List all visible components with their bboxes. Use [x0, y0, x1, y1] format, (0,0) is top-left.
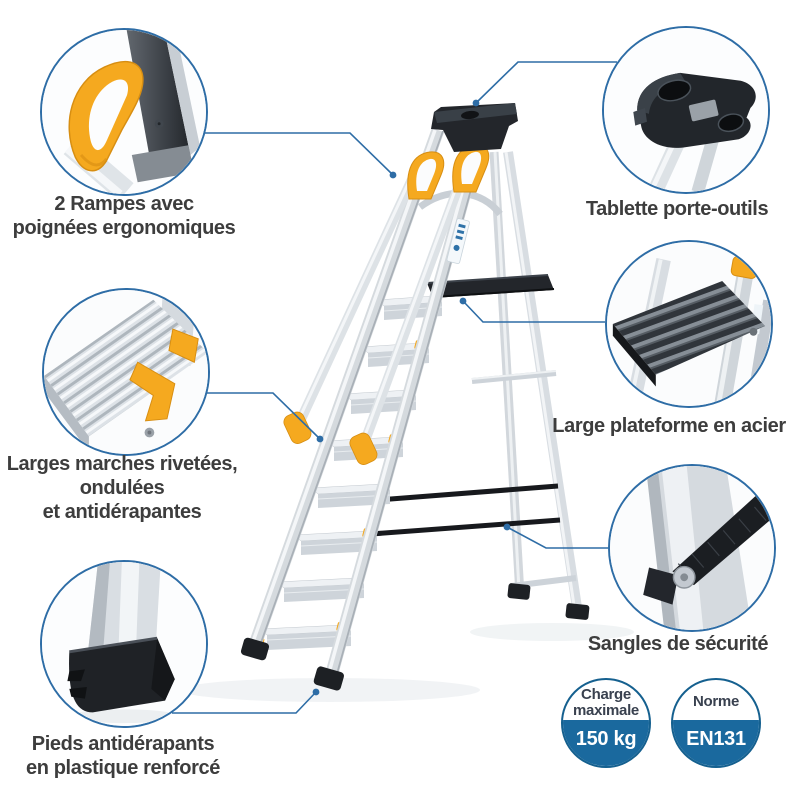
connector-tool-tray — [475, 61, 617, 104]
callout-label-tool-tray: Tablette porte-outils — [585, 198, 769, 220]
max-load-title: Charge maximale — [573, 686, 639, 719]
callout-circle-tool-tray — [602, 26, 770, 194]
standard-value: EN131 — [686, 728, 746, 751]
callout-circle-steps — [42, 288, 210, 456]
callout-label-platform: Large plateforme en acier — [552, 415, 786, 437]
tool-tray-photo — [604, 28, 768, 192]
callout-circle-feet — [40, 560, 208, 728]
callout-circle-straps — [608, 464, 776, 632]
connector-straps — [506, 526, 608, 549]
handle-photo — [42, 30, 206, 194]
standard-value-area: EN131 — [673, 720, 759, 766]
connector-platform — [462, 300, 605, 323]
callout-label-straps: Sangles de sécurité — [587, 633, 769, 655]
max-load-badge: Charge maximale 150 kg — [561, 678, 651, 768]
foot-photo — [42, 562, 206, 726]
callout-label-feet: Pieds antidérapants en plastique renforc… — [26, 733, 220, 779]
strap-photo — [610, 466, 774, 630]
callout-circle-handles — [40, 28, 208, 196]
connector-handles — [205, 132, 394, 176]
max-load-value-area: 150 kg — [563, 720, 649, 766]
connector-steps — [207, 392, 321, 440]
brand-label — [446, 218, 470, 264]
platform-photo — [607, 242, 771, 406]
callout-label-handles: 2 Rampes avec poignées ergonomiques — [12, 193, 236, 239]
step-photo — [44, 290, 208, 454]
max-load-value: 150 kg — [575, 728, 637, 751]
ladder-feet — [240, 583, 590, 691]
standard-badge: Norme EN131 — [671, 678, 761, 768]
callout-circle-platform — [605, 240, 773, 408]
ladder-tool-tray — [431, 103, 518, 152]
connector-feet — [172, 691, 317, 714]
callout-label-steps: Larges marches rivetées, ondulées et ant… — [6, 453, 238, 523]
standard-title: Norme — [692, 693, 739, 710]
